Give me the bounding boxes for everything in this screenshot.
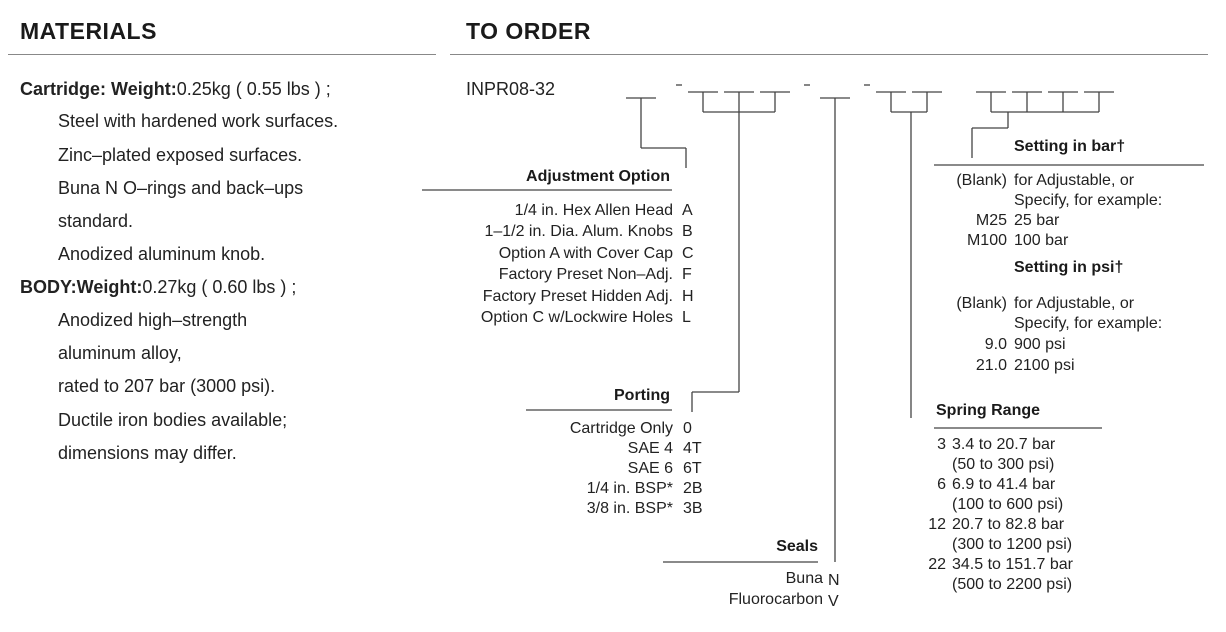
setting-bar-text: 100 bar (1014, 232, 1069, 249)
model-number: INPR08-32 (466, 79, 556, 99)
adjustment-option-code: H (682, 288, 694, 305)
seals-code: N (828, 572, 840, 589)
spring-range-code: 6 (937, 476, 946, 493)
setting-psi-text: 900 psi (1014, 336, 1066, 353)
adjustment-option-code: B (682, 223, 693, 240)
cartridge-line: Buna N O–rings and back–ups (58, 178, 304, 198)
cartridge-weight-line: Cartridge: Weight:0.25kg ( 0.55 lbs ) ; (20, 79, 331, 100)
setting-bar-text: for Adjustable, or (1014, 172, 1135, 189)
spring-range-text: 20.7 to 82.8 bar (952, 516, 1065, 533)
porting-label: SAE 4 (627, 440, 673, 457)
materials-header: MATERIALS (20, 18, 157, 44)
seals-label: Fluorocarbon (728, 591, 823, 608)
body-line: Anodized high–strength (58, 310, 248, 330)
setting-psi-code: (Blank) (956, 295, 1007, 312)
porting-code: 0 (683, 420, 692, 437)
cartridge-weight-label: Weight: (111, 79, 177, 99)
setting-bar-title: Setting in bar† (1014, 138, 1126, 155)
to-order-header: TO ORDER (466, 18, 591, 44)
spring-range-text: (50 to 300 psi) (952, 456, 1055, 473)
adjustment-option-label: 1–1/2 in. Dia. Alum. Knobs (484, 223, 673, 240)
adjustment-option-label: Factory Preset Hidden Adj. (482, 288, 673, 305)
adjustment-option-title: Adjustment Option (526, 168, 670, 185)
body-weight-line: BODY:Weight:0.27kg ( 0.60 lbs ) ; (20, 277, 296, 298)
porting-title: Porting (614, 387, 670, 404)
porting-code: 4T (683, 440, 702, 457)
cartridge-line: standard. (58, 211, 134, 231)
setting-psi-text: for Adjustable, or (1014, 295, 1135, 312)
adjustment-option-code: A (682, 202, 693, 219)
setting-psi-title: Setting in psi† (1014, 259, 1124, 276)
spring-range-code: 12 (928, 516, 946, 533)
porting-label: SAE 6 (627, 460, 673, 477)
adjustment-option-label: Option A with Cover Cap (498, 245, 673, 262)
body-label: BODY: (20, 277, 77, 297)
cartridge-line: Anodized aluminum knob. (58, 244, 266, 264)
seals-label: Buna (785, 570, 823, 587)
spring-range-code: 22 (928, 556, 946, 573)
setting-psi-code: 21.0 (975, 357, 1007, 374)
seals-title: Seals (776, 538, 818, 555)
materials-header-rule (8, 54, 436, 55)
setting-bar-code: (Blank) (956, 172, 1007, 189)
porting-code: 3B (683, 500, 703, 517)
adjustment-option-code: F (682, 266, 692, 283)
setting-bar-text: Specify, for example: (1014, 192, 1163, 209)
body-line: rated to 207 bar (3000 psi). (58, 376, 276, 396)
spring-range-text: 3.4 to 20.7 bar (952, 436, 1056, 453)
setting-bar-code: M25 (975, 212, 1007, 229)
setting-psi-text: 2100 psi (1014, 357, 1075, 374)
seals-code: V (828, 593, 839, 610)
setting-psi-text: Specify, for example: (1014, 315, 1163, 332)
body-line: dimensions may differ. (58, 443, 237, 463)
adjustment-option-label: 1/4 in. Hex Allen Head (514, 202, 673, 219)
body-weight-label: Weight: (76, 277, 143, 297)
body-line: Ductile iron bodies available; (58, 410, 288, 430)
setting-psi-code: 9.0 (984, 336, 1007, 353)
adjustment-option-code: L (682, 309, 691, 326)
to-order-header-rule (450, 54, 1208, 55)
porting-label: 3/8 in. BSP* (586, 500, 673, 517)
porting-label: Cartridge Only (569, 420, 673, 437)
adjustment-option-code: C (682, 245, 694, 262)
body-line: aluminum alloy, (58, 343, 182, 363)
setting-bar-text: 25 bar (1014, 212, 1060, 229)
spring-range-text: 34.5 to 151.7 bar (952, 556, 1073, 573)
spring-range-text: 6.9 to 41.4 bar (952, 476, 1056, 493)
cartridge-weight-value: 0.25kg ( 0.55 lbs ) ; (176, 79, 331, 99)
spring-range-title: Spring Range (936, 402, 1041, 419)
body-weight-value: 0.27kg ( 0.60 lbs ) ; (142, 277, 297, 297)
spring-range-text: (300 to 1200 psi) (952, 536, 1073, 553)
setting-bar-code: M100 (966, 232, 1007, 249)
adjustment-option-label: Factory Preset Non–Adj. (498, 266, 673, 283)
porting-code: 6T (683, 460, 702, 477)
cartridge-line: Zinc–plated exposed surfaces. (58, 145, 303, 165)
cartridge-line: Steel with hardened work surfaces. (58, 111, 339, 131)
spring-range-text: (100 to 600 psi) (952, 496, 1064, 513)
porting-label: 1/4 in. BSP* (586, 480, 673, 497)
adjustment-option-label: Option C w/Lockwire Holes (480, 309, 673, 326)
porting-code: 2B (683, 480, 703, 497)
spring-range-text: (500 to 2200 psi) (952, 576, 1073, 593)
cartridge-label: Cartridge: (20, 79, 107, 99)
spring-range-code: 3 (937, 436, 946, 453)
